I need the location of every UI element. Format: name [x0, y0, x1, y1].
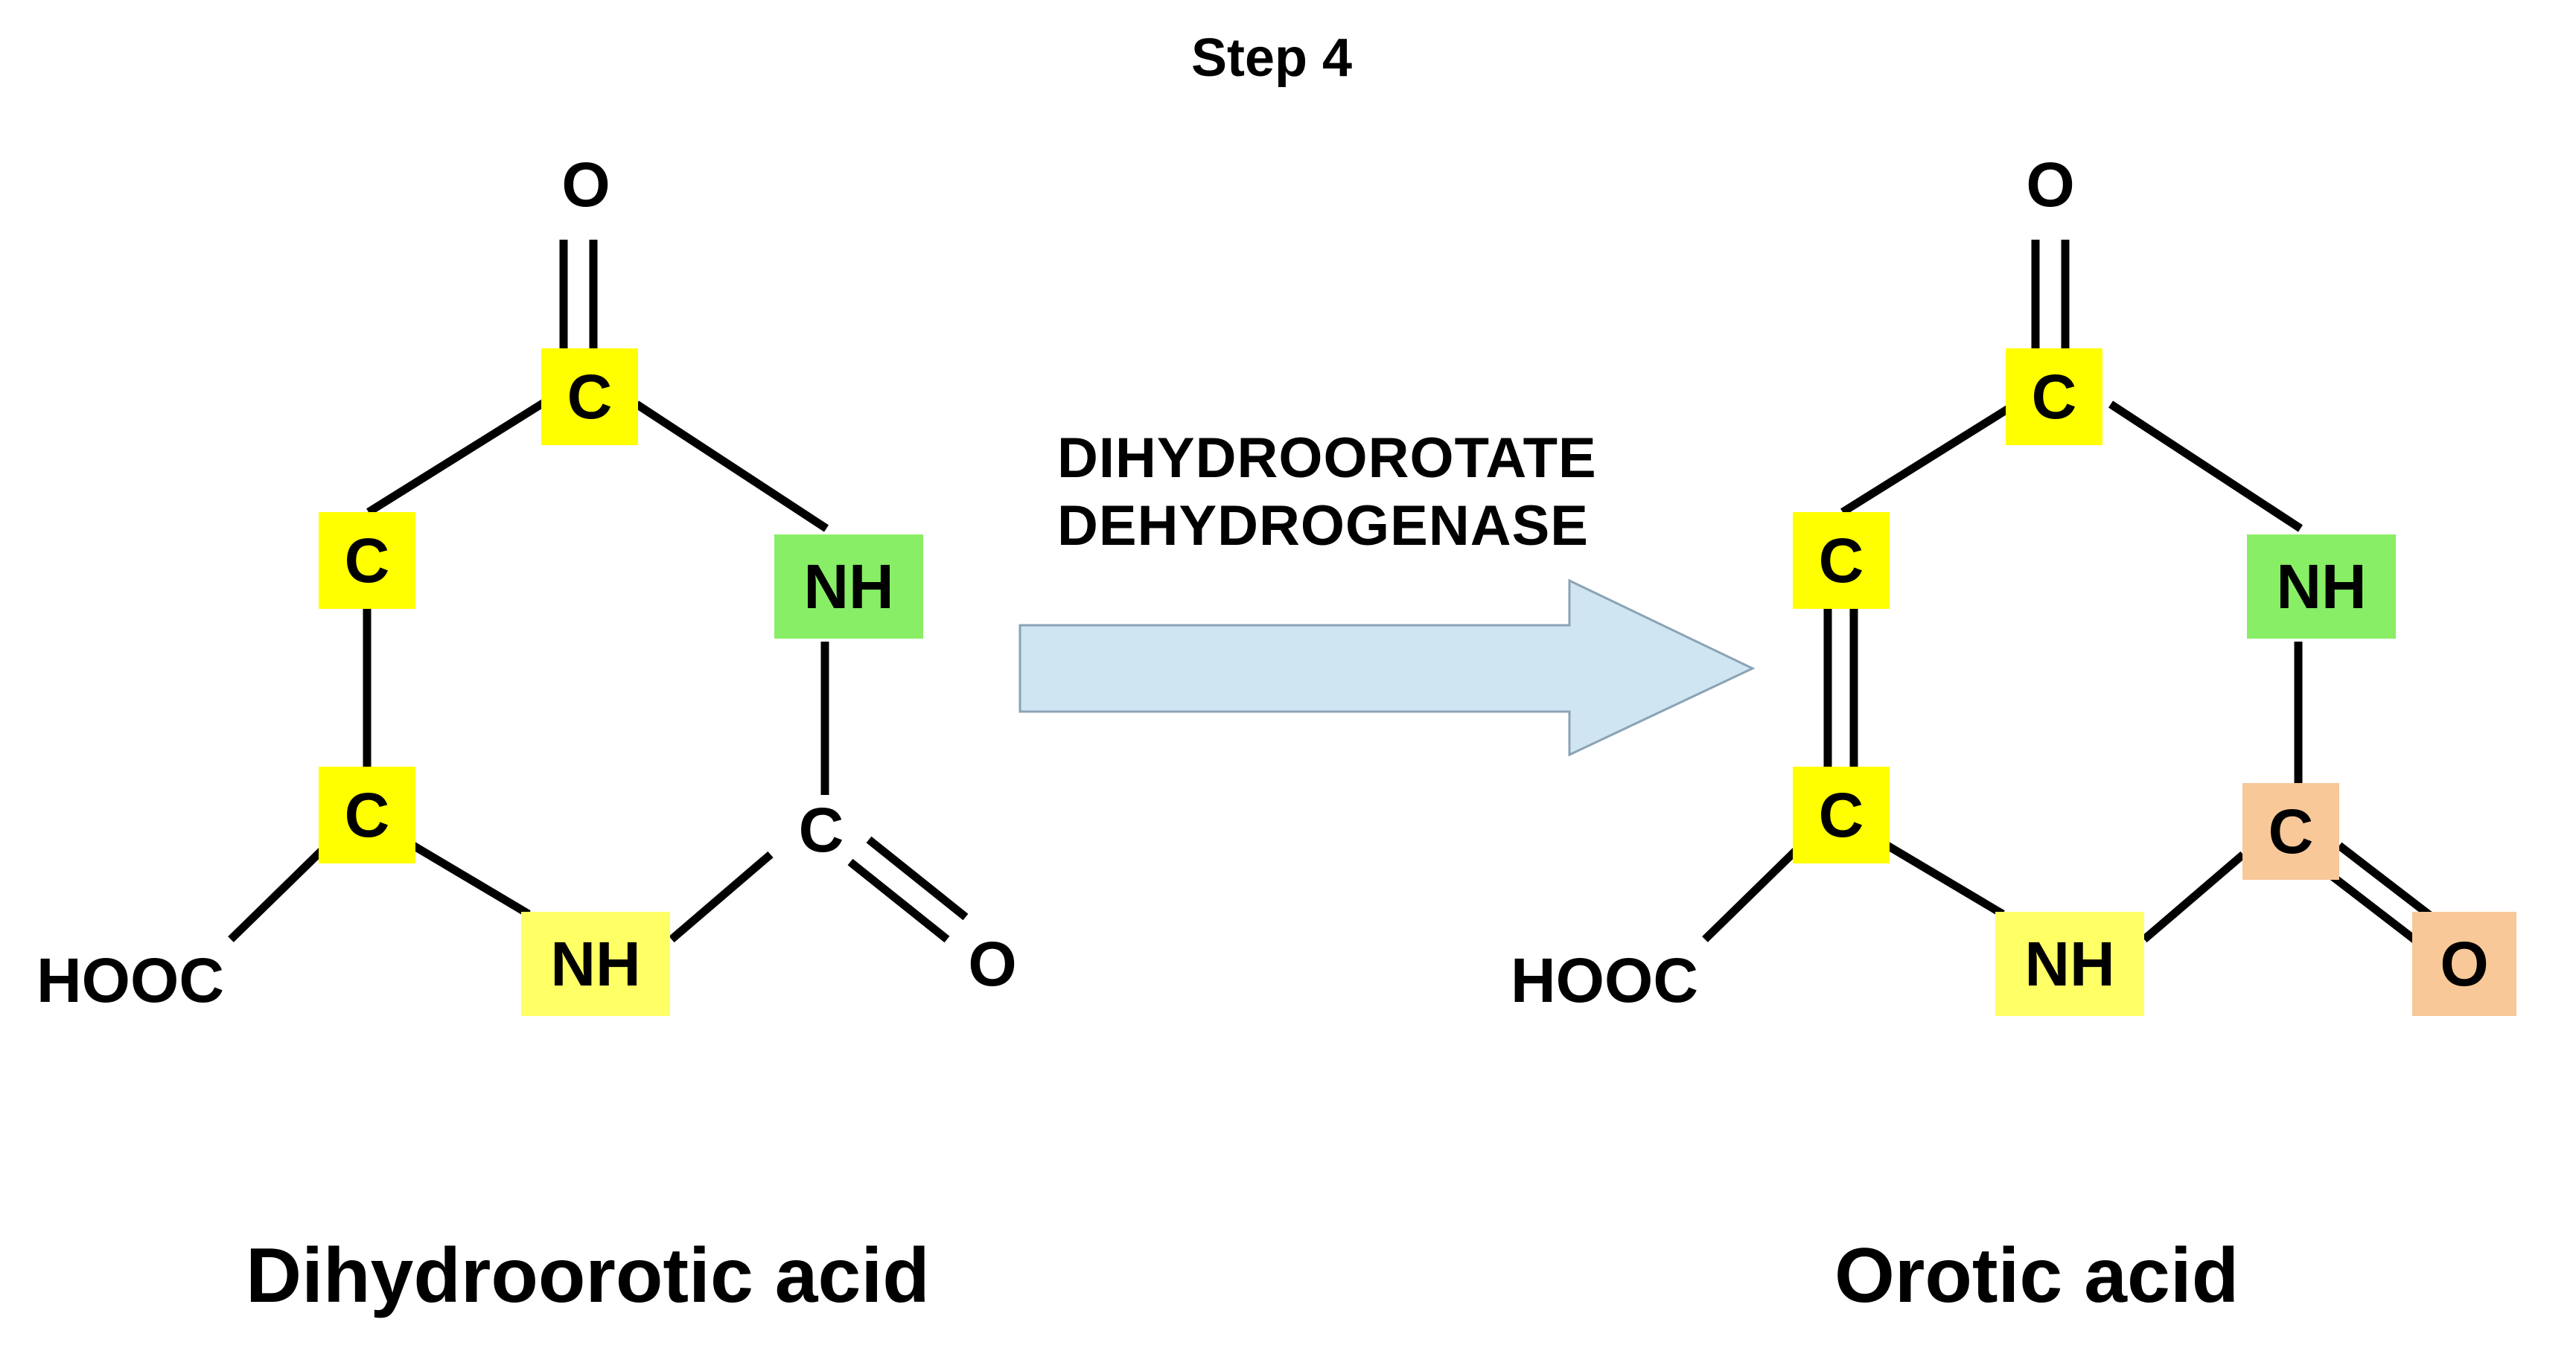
enzyme-label: DIHYDROOROTATE DEHYDROGENASE: [1057, 424, 1597, 560]
left-nh-right: NH: [774, 534, 923, 639]
right-bond-c-o-double-a: [2318, 864, 2421, 946]
right-nh-right: NH: [2247, 534, 2396, 639]
right-carbon-upper-left: C: [1793, 512, 1890, 609]
left-bond-nh-c: [669, 851, 774, 943]
right-carbon-lower-left: C: [1793, 767, 1890, 863]
right-nh-bottom: NH: [1995, 912, 2144, 1016]
enzyme-line-2: DEHYDROGENASE: [1057, 494, 1589, 558]
left-bond-ctop-cleft: [366, 398, 547, 516]
left-carbon-upper-left: C: [319, 512, 415, 609]
left-carbon-lower-left: C: [319, 767, 415, 863]
right-bond-c-o-double-b: [2336, 842, 2439, 924]
right-bond-ctop-nh: [2108, 400, 2304, 532]
left-carbon-top: C: [541, 348, 638, 445]
left-molecule-bonds: [228, 240, 969, 943]
left-carbon-lower-right: C: [798, 795, 844, 865]
right-carbon-top: C: [2006, 348, 2102, 445]
right-bond-nh-c: [2141, 851, 2246, 943]
left-bond-c2-nh: [404, 837, 531, 918]
right-carbon-lower-right: C: [2242, 783, 2339, 880]
right-hooc: HOOC: [1511, 945, 1698, 1015]
left-nh-bottom: NH: [521, 912, 670, 1016]
right-bond-c2-nh: [1878, 837, 2005, 918]
left-oxygen-top: O: [561, 150, 610, 220]
left-bond-c-o-double-a: [847, 858, 950, 943]
left-molecule-name: Dihydroorotic acid: [246, 1233, 930, 1319]
left-oxygen-right: O: [968, 929, 1017, 999]
enzyme-line-1: DIHYDROOROTATE: [1057, 427, 1597, 490]
right-molecule-bonds: [1702, 240, 2439, 946]
left-hooc: HOOC: [36, 945, 224, 1015]
reaction-arrow: [1018, 578, 1756, 757]
right-bond-c2-hooc: [1702, 842, 1805, 942]
right-bond-ctop-cleft: [1840, 398, 2021, 516]
right-oxygen-top: O: [2026, 150, 2075, 220]
step-title: Step 4: [1191, 28, 1353, 88]
left-bond-c2-hooc: [228, 842, 331, 942]
left-bond-ctop-nh: [634, 400, 829, 532]
right-oxygen-right: O: [2412, 912, 2516, 1016]
left-bond-c-o-double-b: [866, 836, 969, 921]
right-molecule-name: Orotic acid: [1834, 1233, 2239, 1319]
